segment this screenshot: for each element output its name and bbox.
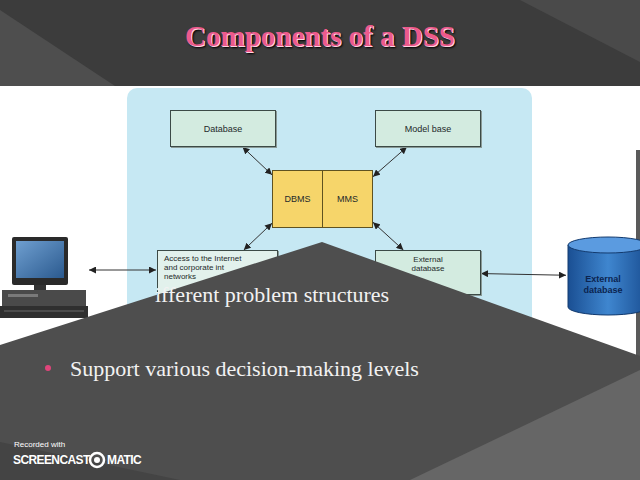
connector-arrow [373, 222, 403, 250]
bullet-overlay: ifferent problem structuresSupport vario… [0, 242, 640, 480]
user-link-arrow [89, 270, 156, 271]
overlay-shape [0, 242, 640, 480]
text-wrap: External database [402, 255, 454, 273]
text-wrap: DBMS [284, 194, 310, 204]
monitor-stand [34, 285, 46, 290]
header-wedge [0, 10, 115, 86]
keyboard-keys [4, 311, 84, 312]
node-text: DBMS [284, 194, 310, 204]
mms-box: MMS [322, 170, 373, 228]
header-wedge [520, 0, 640, 62]
slide-title: Components of a DSS [0, 20, 640, 53]
node-text: MMS [337, 194, 358, 204]
watermark-text: Recorded with [14, 440, 65, 449]
bullet-point [45, 365, 51, 371]
text-wrap: Database [204, 124, 243, 134]
database-box: Database [170, 110, 276, 147]
dbms-box: DBMS [272, 170, 323, 228]
cylinder-body [568, 245, 640, 315]
drive-slot [8, 294, 38, 297]
watermark-logo: MATIC [107, 453, 141, 467]
keyboard [0, 306, 88, 318]
watermark-logo-dot [94, 457, 100, 463]
cylinder-top [568, 237, 640, 253]
connector-arrow [243, 147, 272, 175]
text-wrap: MMS [337, 194, 358, 204]
overlay-wedge [410, 370, 640, 480]
node-text: External database [402, 255, 454, 273]
computer-illustration [0, 237, 88, 318]
monitor-screen [16, 241, 64, 278]
text-wrap: Model base [405, 124, 452, 134]
model-base-box: Model base [375, 110, 481, 147]
watermark-logo: SCREENCAST [13, 453, 90, 467]
node-text: External database [570, 274, 636, 296]
header-band [0, 0, 640, 86]
node-text: Support various decision-making levels [70, 356, 419, 382]
computer-case [2, 290, 86, 306]
connector-arrow [481, 274, 566, 276]
connector-arrow [373, 147, 407, 177]
monitor [12, 237, 68, 285]
node-text: ifferent problem structures [155, 282, 389, 308]
text-wrap: External database [570, 274, 636, 296]
external-database-cylinder: External database [566, 236, 640, 316]
node-text: Model base [405, 124, 452, 134]
node-text: Database [204, 124, 243, 134]
connector-arrow [244, 223, 272, 250]
slide-body [0, 86, 640, 480]
